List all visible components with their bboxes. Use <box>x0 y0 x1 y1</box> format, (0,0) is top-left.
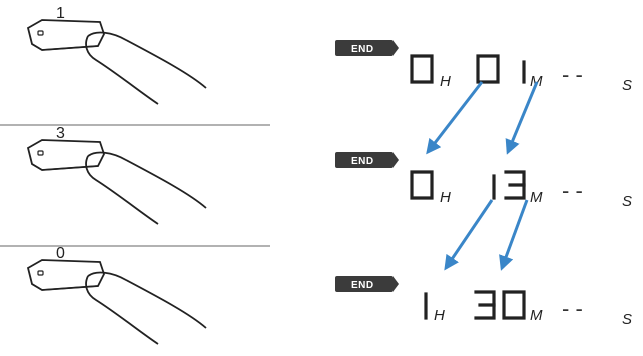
hours-digits <box>410 54 434 84</box>
end-label: END <box>351 44 374 55</box>
seconds-unit-label: S <box>622 311 632 328</box>
end-label: END <box>351 156 374 167</box>
step-row: 1 END H M - - S <box>26 5 632 105</box>
end-label: END <box>351 280 374 291</box>
seconds-unit-label: S <box>622 77 632 94</box>
minutes-unit-label: M <box>530 189 543 206</box>
hours-unit-label: H <box>440 189 451 206</box>
hours-unit-label: H <box>440 73 451 90</box>
key-number-label: 1 <box>56 5 65 22</box>
hours-unit-label: H <box>434 307 445 324</box>
seconds-unit-label: S <box>622 193 632 210</box>
minutes-unit-label: M <box>530 307 543 324</box>
lcd-display: H M - - S <box>410 170 632 210</box>
minutes-digits <box>476 54 526 84</box>
finger-pressing-key-icon <box>26 19 207 105</box>
finger-pressing-key-icon <box>26 139 207 225</box>
end-badge: END <box>335 40 399 56</box>
arrow-icon <box>499 199 529 271</box>
step-row: 0 END H M - - S <box>26 245 632 345</box>
lcd-display: H M - - S <box>410 54 632 94</box>
arrow-icon <box>505 81 539 155</box>
arrow-icon <box>426 81 484 155</box>
minutes-digits <box>474 290 526 320</box>
end-badge: END <box>335 152 399 168</box>
hours-digits <box>410 170 434 200</box>
key-number-label: 3 <box>56 125 65 142</box>
seconds-display: - - <box>562 62 583 87</box>
minutes-unit-label: M <box>530 73 543 90</box>
lcd-display: H M - - S <box>424 290 632 328</box>
minutes-digits <box>492 170 526 200</box>
finger-pressing-key-icon <box>26 259 207 345</box>
key-number-label: 0 <box>56 245 65 262</box>
arrow-icon <box>444 199 494 271</box>
step-row: 3 END H M - - S <box>26 125 632 225</box>
end-badge: END <box>335 276 399 292</box>
seconds-display: - - <box>562 178 583 203</box>
seconds-display: - - <box>562 296 583 321</box>
